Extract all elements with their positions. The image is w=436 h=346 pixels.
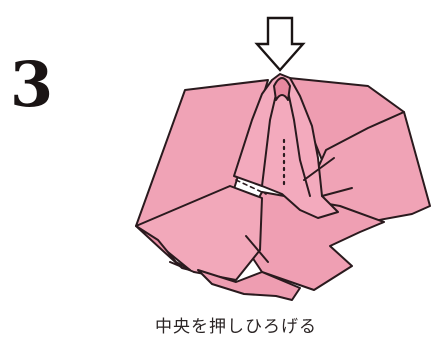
peak-inner-fold-right bbox=[285, 81, 311, 197]
step-number: 3 bbox=[10, 48, 54, 121]
crease-dashed-diagonal bbox=[235, 179, 267, 195]
folded-paper-model bbox=[135, 73, 431, 301]
left-wing-tip bbox=[135, 225, 191, 271]
step-caption: 中央を押しひろげる bbox=[155, 317, 317, 337]
down-arrow-icon bbox=[254, 16, 306, 72]
peak-inner-loop bbox=[273, 77, 291, 101]
bottom-fold bbox=[197, 269, 301, 301]
central-peak bbox=[233, 73, 339, 219]
